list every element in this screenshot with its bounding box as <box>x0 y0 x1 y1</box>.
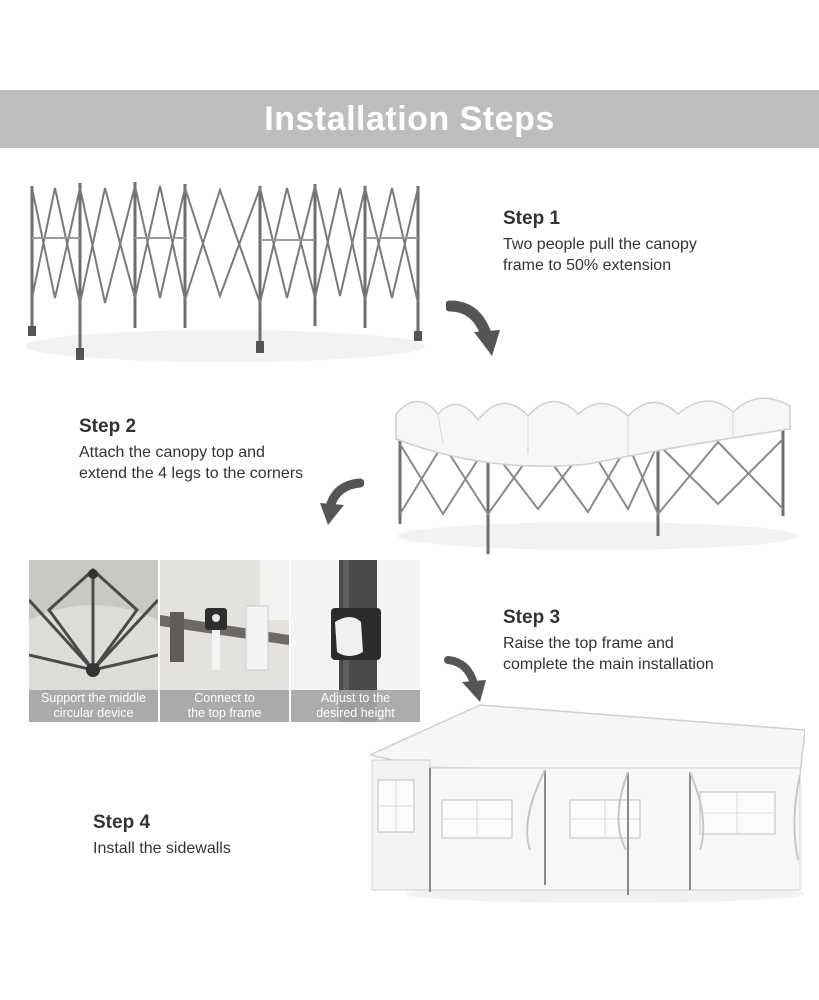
step1-collapsed-frame-image <box>25 182 425 362</box>
step3-description: Raise the top frame and complete the mai… <box>503 633 714 675</box>
curved-arrow-icon <box>444 656 486 702</box>
curved-arrow-icon <box>446 300 500 356</box>
step2-description: Attach the canopy top and extend the 4 l… <box>79 442 303 484</box>
step2-canopy-top-image <box>395 397 798 554</box>
step4-title: Step 4 <box>93 812 151 833</box>
step2-title: Step 2 <box>79 416 137 437</box>
caption-line: Adjust to the <box>320 691 391 705</box>
caption-line: circular device <box>53 706 134 720</box>
caption-line: Support the middle <box>41 691 146 705</box>
step2-line: Attach the canopy top and <box>79 444 265 461</box>
step1-title: Step 1 <box>503 208 561 229</box>
step2-line: extend the 4 legs to the corners <box>79 465 304 482</box>
caption-line: Connect to <box>194 691 255 705</box>
step3-line: Raise the top frame and <box>503 635 674 652</box>
step1-line: frame to 50% extension <box>503 257 672 274</box>
detail-panel-height-adjust: Adjust to the desired height <box>291 560 420 722</box>
detail-caption: Adjust to the desired height <box>291 690 420 722</box>
caption-line: desired height <box>316 706 395 720</box>
page-title: Installation Steps <box>264 99 555 138</box>
step1-line: Two people pull the canopy <box>503 236 697 253</box>
finished-tent-with-sidewalls-image <box>370 704 805 903</box>
step4-description: Install the sidewalls <box>93 838 231 859</box>
step1-description: Two people pull the canopy frame to 50% … <box>503 234 697 276</box>
detail-panel-top-frame: Connect to the top frame <box>160 560 289 722</box>
header-banner: Installation Steps <box>0 90 819 148</box>
step4-line: Install the sidewalls <box>93 840 231 857</box>
detail-caption: Connect to the top frame <box>160 690 289 722</box>
detail-caption: Support the middle circular device <box>29 690 158 722</box>
step3-line: complete the main installation <box>503 656 714 673</box>
detail-panel-middle-device: Support the middle circular device <box>29 560 158 722</box>
curved-arrow-icon <box>320 478 364 525</box>
caption-line: the top frame <box>187 706 262 720</box>
step3-title: Step 3 <box>503 607 561 628</box>
